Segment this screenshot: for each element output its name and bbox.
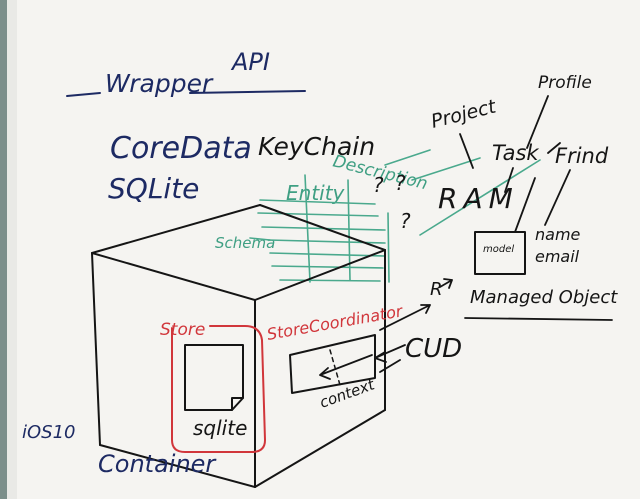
store-label: Store	[160, 320, 205, 340]
api-underline	[189, 90, 306, 94]
ram-label: RAM	[438, 182, 519, 215]
arrow-to-task	[411, 157, 481, 181]
whiteboard-surface	[4, 0, 640, 499]
context-box	[289, 334, 376, 394]
cud-label: CUD	[405, 334, 462, 364]
question-mark-3: ?	[400, 209, 411, 233]
sqlite-file-icon	[184, 344, 244, 411]
wrapper-underline-left	[66, 92, 101, 97]
task-to-model-line	[514, 177, 536, 233]
arrow-to-project	[384, 149, 431, 166]
task-label: Task	[492, 141, 539, 165]
arrow-to-friend	[419, 159, 541, 236]
api-label: API	[230, 48, 270, 76]
board-shadow	[7, 0, 17, 499]
store-outline	[171, 325, 266, 453]
sqlite-label: SQLite	[108, 172, 199, 205]
model-label: model	[483, 244, 514, 255]
sqlite-file-corner	[231, 397, 244, 411]
cud-arrow	[374, 344, 406, 363]
schema-label: Schema	[215, 234, 275, 252]
managed-object-label: Managed Object	[470, 287, 618, 308]
managed-object-underline	[464, 317, 613, 321]
friend-label: Frind	[555, 144, 609, 168]
project-line	[459, 133, 474, 169]
keychain-label: KeyChain	[258, 132, 375, 161]
profile-line	[526, 95, 549, 149]
ios10-label: iOS10	[22, 422, 76, 443]
container-box	[91, 204, 386, 488]
task-line	[504, 167, 514, 193]
r-arrow-head	[439, 278, 453, 289]
email-label: email	[535, 247, 580, 266]
wrapper-label: Wrapper	[105, 69, 214, 98]
friend-line	[544, 169, 571, 226]
r-arrow	[379, 304, 431, 331]
name-label: name	[535, 225, 581, 244]
sqlite-file-label: sqlite	[193, 416, 247, 440]
question-mark-2: ?	[395, 171, 406, 195]
question-mark-1: ?	[373, 173, 384, 197]
context-arrow	[319, 354, 373, 380]
coredata-label: CoreData	[110, 131, 252, 166]
left-edge-frame	[0, 0, 7, 499]
model-box	[474, 231, 526, 275]
cud-arrow-lower	[379, 359, 401, 373]
profile-label: Profile	[538, 73, 592, 93]
container-label: Container	[98, 450, 217, 478]
friend-tick	[547, 142, 561, 154]
r-label: R	[430, 279, 443, 300]
context-inner-line	[329, 349, 341, 386]
